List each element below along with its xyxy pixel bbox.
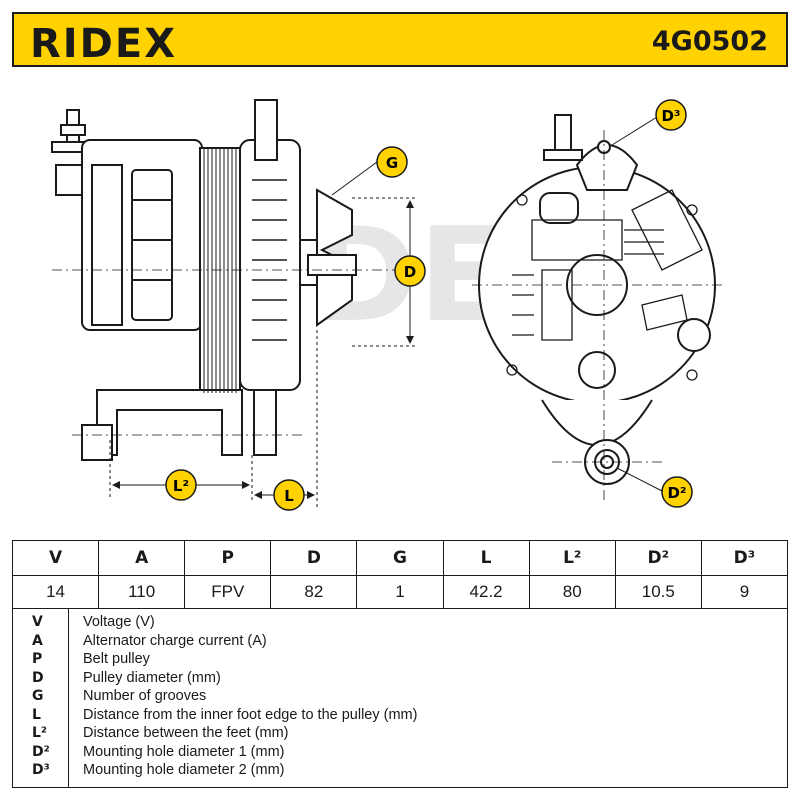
label-badge-d2	[661, 476, 693, 508]
brand-logo: RIDEX	[30, 21, 178, 67]
legend-desc: Alternator charge current (A)	[83, 632, 267, 649]
legend-desc: Mounting hole diameter 2 (mm)	[83, 762, 285, 778]
legend-code: G	[32, 688, 44, 704]
legend-code: A	[32, 632, 43, 649]
label-badge-d3	[655, 99, 687, 131]
spec-header-d2: D²	[614, 540, 702, 576]
legend-desc: Distance between the feet (mm)	[83, 725, 289, 741]
label-badge-d	[394, 255, 426, 287]
legend-code: D³	[32, 762, 50, 778]
spec-header-p: P	[184, 540, 272, 576]
spec-value-p: FPV	[184, 575, 272, 609]
legend-code: V	[32, 614, 43, 630]
housing-vents	[252, 179, 287, 341]
leader-g	[331, 161, 378, 196]
legend-row: D³ Mounting hole diameter 2 (mm)	[13, 761, 787, 780]
spec-header-row: V A P D G L L² D² D³	[11, 540, 789, 576]
spec-value-d2: 10.5	[614, 575, 702, 609]
spec-value-v: 14	[11, 575, 100, 609]
legend-row: A Alternator charge current (A)	[13, 632, 787, 651]
legend-row: P Belt pulley	[13, 650, 787, 669]
label-badge-l	[273, 479, 305, 511]
label-d: D	[404, 263, 416, 281]
spec-header-l: L	[442, 540, 530, 576]
spec-header-a: A	[98, 540, 186, 576]
spec-value-d: 82	[270, 575, 358, 609]
legend-desc: Belt pulley	[83, 651, 150, 667]
spec-value-d3: 9	[700, 575, 789, 609]
label-d2: D²	[667, 484, 686, 502]
legend-row: D Pulley diameter (mm)	[13, 669, 787, 688]
alternator-rear-view	[478, 114, 716, 485]
spec-header-g: G	[356, 540, 444, 576]
rear-view-details	[506, 189, 703, 381]
spec-header-l2: L²	[528, 540, 616, 576]
label-l2: L²	[173, 477, 189, 495]
spec-value-l: 42.2	[442, 575, 530, 609]
legend-code: L²	[32, 725, 48, 741]
spec-header-d: D	[270, 540, 358, 576]
legend-desc: Number of grooves	[83, 688, 207, 704]
legend-code: L	[32, 706, 41, 723]
spec-value-g: 1	[356, 575, 444, 609]
legend-desc: Voltage (V)	[83, 614, 155, 630]
legend-code: D²	[32, 743, 50, 760]
legend-row: L² Distance between the feet (mm)	[13, 724, 787, 743]
stator-fins	[203, 148, 237, 393]
spec-table: V A P D G L L² D² D³ 14 110 FPV 82 1 42.…	[11, 540, 789, 609]
alternator-side-view	[51, 99, 357, 461]
header-bar: RIDEX 4G0502	[12, 12, 788, 67]
spec-header-v: V	[11, 540, 100, 576]
label-badge-l2	[165, 469, 197, 501]
legend-desc: Mounting hole diameter 1 (mm)	[83, 743, 285, 760]
label-l: L	[284, 487, 294, 505]
legend-code: D	[32, 669, 44, 686]
spec-header-d3: D³	[700, 540, 789, 576]
spec-value-row: 14 110 FPV 82 1 42.2 80 10.5 9	[11, 575, 789, 609]
legend-row: D² Mounting hole diameter 1 (mm)	[13, 743, 787, 762]
legend-box: V Voltage (V) A Alternator charge curren…	[12, 608, 788, 788]
label-badge-g	[376, 146, 408, 178]
legend-row: L Distance from the inner foot edge to t…	[13, 706, 787, 725]
legend-row: V Voltage (V)	[13, 613, 787, 632]
legend-desc: Distance from the inner foot edge to the…	[83, 706, 418, 723]
leader-d3	[611, 116, 658, 146]
part-number: 4G0502	[651, 26, 768, 57]
spec-value-l2: 80	[528, 575, 616, 609]
legend-row: G Number of grooves	[13, 687, 787, 706]
spec-value-a: 110	[98, 575, 186, 609]
legend-desc: Pulley diameter (mm)	[83, 669, 221, 686]
legend-code: P	[32, 651, 43, 667]
legend-divider	[68, 609, 69, 787]
leader-d2	[616, 467, 665, 493]
rear-view-centrelines	[472, 130, 722, 500]
label-d3: D³	[661, 107, 680, 125]
alternator-technical-drawing: RIDEX	[51, 99, 722, 511]
label-g: G	[386, 154, 398, 172]
